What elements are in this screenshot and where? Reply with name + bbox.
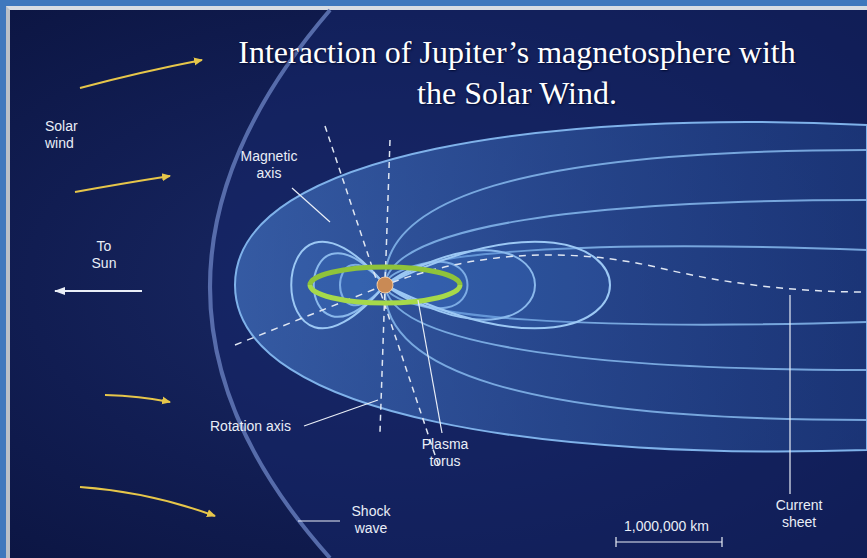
- rotation-axis-label: Rotation axis: [210, 418, 291, 435]
- solar-wind-label: Solar wind: [45, 118, 101, 152]
- diagram-title: Interaction of Jupiter’s magnetosphere w…: [222, 32, 812, 114]
- current-sheet-label: Current sheet: [770, 497, 828, 531]
- scale-label: 1,000,000 km: [624, 518, 709, 535]
- shock-wave-label: Shock wave: [345, 503, 397, 537]
- plasma-torus-label: Plasma torus: [416, 436, 474, 470]
- magnetic-axis-label: Magnetic axis: [236, 148, 302, 182]
- to-sun-label: To Sun: [84, 238, 124, 272]
